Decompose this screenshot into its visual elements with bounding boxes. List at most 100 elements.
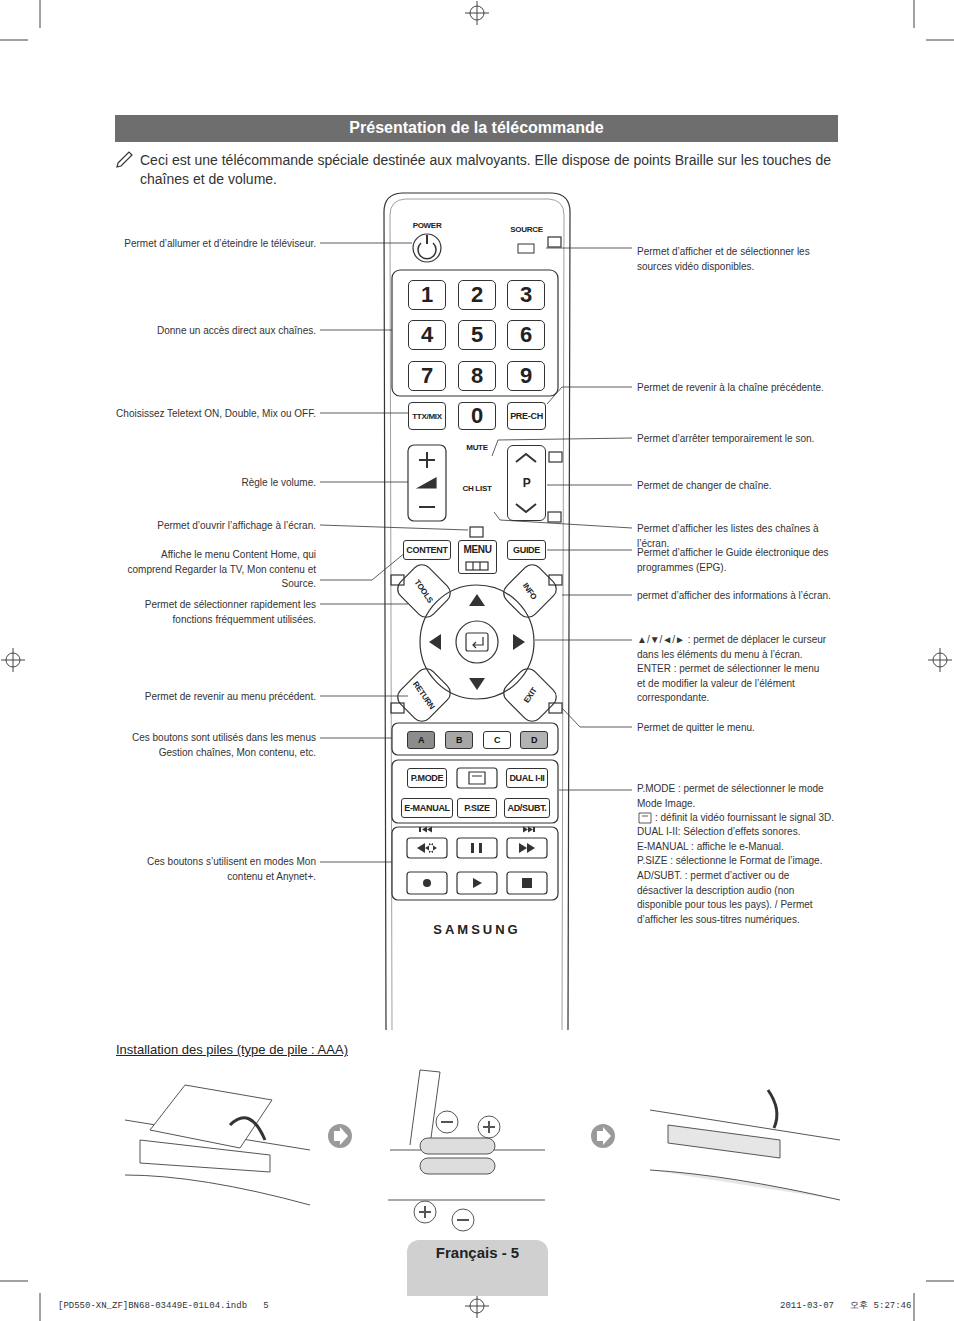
callout-text: Ces boutons sont utilisés dans les menus… [121,731,316,760]
callout-text: Permet de revenir au menu précédent. [96,690,316,705]
remote-button: D [520,731,548,749]
remote-button: GUIDE [507,540,546,560]
callout-text: Permet de quitter le menu. [637,721,837,736]
callout-text: Choisissez Teletext ON, Double, Mix ou O… [86,407,316,422]
remote-button: MUTE [461,456,493,478]
callout-text: Permet de changer de chaîne. [637,479,847,494]
remote-button: C [483,731,511,749]
remote-button: A [407,731,435,749]
button-label: TTX/MIX [412,412,441,421]
button-label: B [456,735,462,745]
button-label: E-MANUAL [404,803,450,813]
remote-button: 2 [458,280,496,310]
button-label: 8 [471,363,483,389]
remote-button: 4 [408,320,446,350]
title: Présentation de la télécommande [115,117,838,139]
button-label: 9 [520,363,532,389]
callout-text: P.MODE : permet de sélectionner le mode … [637,782,837,811]
callout-text: Ces boutons s’utilisent en modes Mon con… [136,855,316,884]
button-label: INFO [521,581,539,601]
callout-text: ENTER : permet de sélectionner le menu e… [637,662,827,706]
callout-text: Permet d’ouvrir l’affichage à l’écran. [96,519,316,534]
callout-text: P.SIZE : sélectionne le Format de l’imag… [637,854,837,869]
remote-button: 8 [458,361,496,391]
callout-text: Donne un accès direct aux chaînes. [96,324,316,339]
remote-button: DUAL I-II [506,768,548,788]
button-caption: MUTE [466,443,487,453]
remote-button: E-MANUAL [401,798,453,818]
callout-text: Permet de revenir à la chaîne précédente… [637,381,847,396]
button-label: 7 [421,363,433,389]
remote-button: 6 [507,320,545,350]
button-label: P [523,476,531,490]
button-label: DUAL I-II [509,773,544,783]
button-caption: CH LIST [462,484,491,494]
remote-button: P [507,445,546,521]
page-text: [PD550-XN_ZF]BN68-03449E-01L04.indb 5 [58,1300,318,1312]
button-label: 0 [471,403,483,429]
callout-text: : définit la vidéo fournissant le signal… [655,811,845,826]
button-label: 1 [421,282,433,308]
button-label: AD/SUBT. [507,803,546,813]
remote-button: P.SIZE [457,798,497,818]
remote-button: TTX/MIX [408,402,446,430]
callout-text: Affiche le menu Content Home, qui compre… [121,548,316,592]
remote-button: 3 [507,280,545,310]
page-tab: Français - 5 [407,1240,548,1296]
note-text: Ceci est une télécommande spéciale desti… [140,151,840,189]
button-label: 5 [471,322,483,348]
remote-button: B [445,731,473,749]
remote-button: RETURN [404,672,444,718]
callout-text: Permet d’afficher les listes des chaînes… [637,522,852,551]
remote-button: P.MODE [407,768,447,788]
button-label: D [531,735,537,745]
button-label: CONTENT [406,545,447,555]
callout-text: Permet d’afficher le Guide électronique … [637,546,832,575]
remote-button: EXIT [511,673,549,716]
remote-button: PRE-CH [507,402,546,430]
callout-text: Permet d’afficher et de sélectionner les… [637,245,822,274]
button-label: 4 [421,322,433,348]
button-label: MENU [463,544,491,555]
page-text: 2011-03-07 오후 5:27:46 [780,1300,920,1312]
callout-text: Permet d’allumer et d’éteindre le télévi… [86,237,316,252]
callout-text: DUAL I-II: Sélection d’effets sonores. [637,825,837,840]
remote-button: 0 [458,402,496,430]
callout-text: permet d’afficher des informations à l’é… [637,589,847,604]
callout-text: AD/SUBT. : permet d’activer ou de désact… [637,869,817,927]
remote-button: POWER [413,234,441,262]
button-label: PRE-CH [510,411,543,421]
remote-button: 9 [507,361,545,391]
remote-button: 5 [458,320,496,350]
button-label: TOOLS [413,578,435,604]
button-label: Français - 5 [436,1244,519,1261]
remote-button: 7 [408,361,446,391]
button-label: RETURN [411,679,436,710]
callout-text: Permet d’arrêter temporairement le son. [637,432,847,447]
remote-button: INFO [511,569,549,612]
callout-text: Permet de sélectionner rapidement les fo… [136,598,316,627]
button-label: GUIDE [513,545,540,555]
remote-button: MENU [458,540,497,574]
button-label: C [494,735,500,745]
callout-text: ▲/▼/◄/► : permet de déplacer le curseur … [637,633,837,662]
button-caption: SOURCE [510,225,542,235]
button-label: P.SIZE [464,803,490,813]
callout-text: E-MANUAL : affiche le e-Manual. [637,840,837,855]
remote-button: CONTENT [403,540,451,560]
remote-button: AD/SUBT. [504,798,550,818]
remote-button: CH LIST [461,495,493,515]
remote-button: 1 [408,280,446,310]
button-label: 3 [520,282,532,308]
brand-logo: SAMSUNG [397,922,557,938]
button-label: 2 [471,282,483,308]
button-label: P.MODE [411,773,444,783]
callout-text: Règle le volume. [116,476,316,491]
button-label: EXIT [522,686,539,705]
button-label: 6 [520,322,532,348]
page-text: Installation des piles (type de pile : A… [116,1041,416,1058]
button-caption: POWER [413,221,442,231]
button-label: A [418,735,424,745]
